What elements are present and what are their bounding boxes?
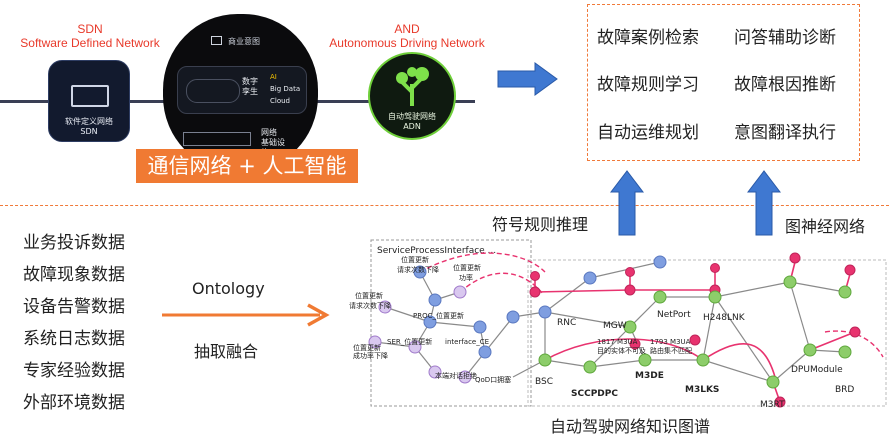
arrow-ontology-icon xyxy=(162,303,330,327)
task-ops-planning: 自动运维规划 xyxy=(597,123,699,143)
tree-icon xyxy=(396,67,429,106)
panel-twin-line1: 数字 xyxy=(242,77,258,86)
entity-labels: RNC MGW NetPort H248LNK BSC SCCPDPC M3DE… xyxy=(535,310,854,410)
task-qa-diagnosis: 问答辅助诊断 xyxy=(734,28,836,48)
label-qos-drop: QoD口拥塞 xyxy=(475,375,511,384)
label-netport: NetPort xyxy=(657,310,691,320)
process-subgraph-box xyxy=(370,239,532,407)
fault-nodes xyxy=(529,252,861,408)
label-h248: H248LNK xyxy=(703,313,746,323)
task-box xyxy=(587,4,860,161)
label-interface: interface_CE xyxy=(445,338,489,346)
central-panel: 商业意图 数字 孪生 AI Big Data Cloud 网络 基础设施 xyxy=(163,14,318,172)
adn-box-label: 自动驾驶网络 ADN xyxy=(370,112,454,132)
source-fault-phenomena: 故障现象数据 xyxy=(23,265,125,285)
label-proc-pos: PROC_位置更新 xyxy=(413,311,464,320)
panel-ai: AI xyxy=(270,73,277,81)
entity-nodes-blue xyxy=(413,255,667,359)
panel-twin-label: 数字 孪生 xyxy=(242,77,258,97)
panel-tech: AI Big Data Cloud xyxy=(270,71,300,107)
panel-cloud: Cloud xyxy=(270,97,290,105)
process-labels: 位置更新 请求次数下降 位置更新 功率 位置更新 请求次数下降 PROC_位置更… xyxy=(349,255,511,384)
panel-twin-line2: 孪生 xyxy=(242,87,258,96)
task-root-cause: 故障根因推断 xyxy=(734,75,836,95)
panel-twin-row: 数字 孪生 AI Big Data Cloud xyxy=(177,66,307,114)
sdn-box-label-line2: SDN xyxy=(80,127,98,136)
source-system-logs: 系统日志数据 xyxy=(23,329,125,349)
source-device-alarms: 设备告警数据 xyxy=(23,297,125,317)
ontology-label: Ontology xyxy=(192,279,265,298)
source-external-environment: 外部环境数据 xyxy=(23,393,125,413)
extract-fusion-label: 抽取融合 xyxy=(194,342,259,361)
label-m3ua-2-line1: 1793 M3UA xyxy=(650,338,691,346)
label-power: 功率 xyxy=(459,273,473,282)
panel-bigdata: Big Data xyxy=(270,85,301,93)
comm-ai-banner: 通信网络 + 人工智能 xyxy=(136,149,358,183)
adn-box-label-line2: ADN xyxy=(403,122,421,131)
label-peer-reject: 本端对话拒绝 xyxy=(435,371,477,380)
label-sccpdpc: SCCPDPC xyxy=(571,389,618,399)
infra-icons xyxy=(183,132,251,146)
label-pos-update-1: 位置更新 xyxy=(401,255,429,264)
sdn-box-label-line1: 软件定义网络 xyxy=(65,117,113,126)
panel-infra-line1: 网络 xyxy=(261,128,277,137)
briefcase-icon xyxy=(211,36,222,45)
and-title: AND Autonomous Driving Network xyxy=(312,22,502,50)
sdn-box: 软件定义网络 SDN xyxy=(48,60,130,142)
alarm-labels: 1817 M3UA 目的实体不可及 1793 M3UA 路由集不匹配 xyxy=(597,338,692,355)
knowledge-graph-caption: 自动驾驶网络知识图谱 xyxy=(550,417,711,436)
arrow-up-left-icon xyxy=(610,170,644,236)
symbolic-reasoning-label: 符号规则推理 xyxy=(492,215,589,234)
network-subgraph-box xyxy=(527,259,887,407)
task-intent-execution: 意图翻译执行 xyxy=(734,123,836,143)
label-brd: BRD xyxy=(835,385,854,395)
label-m3de: M3DE xyxy=(635,371,664,381)
label-m3rt: M3RT xyxy=(760,400,785,410)
sdn-title-line1: SDN xyxy=(77,22,103,36)
and-title-line1: AND xyxy=(394,22,420,36)
label-bsc: BSC xyxy=(535,377,553,387)
label-pos-update-4: 位置更新 xyxy=(353,343,381,352)
adn-box-label-line1: 自动驾驶网络 xyxy=(388,112,436,121)
label-m3ua-2-line2: 路由集不匹配 xyxy=(650,346,692,355)
source-expert-experience: 专家经验数据 xyxy=(23,361,125,381)
label-pos-update-2: 位置更新 xyxy=(453,263,481,272)
and-title-line2: Autonomous Driving Network xyxy=(329,36,485,50)
label-pos-update-3: 位置更新 xyxy=(355,291,383,300)
label-rnc: RNC xyxy=(557,318,576,328)
knowledge-graph: ServiceProcessInterface ... xyxy=(349,239,887,410)
sdn-title-line2: Software Defined Network xyxy=(20,36,160,50)
graph-dashed-links xyxy=(419,252,884,358)
adn-box: 自动驾驶网络 ADN xyxy=(368,52,456,140)
sdn-title: SDN Software Defined Network xyxy=(20,22,160,50)
label-dpu: DPUModule xyxy=(791,365,843,375)
label-success-drop: 成功率下降 xyxy=(353,351,388,360)
label-req-drop: 请求次数下降 xyxy=(397,265,439,274)
label-m3lks: M3LKS xyxy=(685,385,719,395)
arrow-right-icon xyxy=(497,62,558,96)
panel-business-intent: 商业意图 xyxy=(211,36,260,47)
entity-nodes-green xyxy=(538,275,852,389)
process-subgraph-title: ServiceProcessInterface ... xyxy=(377,246,496,256)
twin-icons xyxy=(186,79,240,103)
process-nodes xyxy=(368,285,472,384)
label-m3ua-1-line1: 1817 M3UA xyxy=(597,338,638,346)
sdn-device-icon xyxy=(71,85,109,107)
label-req-drop-2: 请求次数下降 xyxy=(349,301,391,310)
label-m3ua-1-line2: 目的实体不可及 xyxy=(597,346,646,355)
panel-business-intent-text: 商业意图 xyxy=(228,37,260,46)
task-rule-learning: 故障规则学习 xyxy=(597,75,699,95)
label-ser-pos: SER_位置更新 xyxy=(387,337,432,346)
task-case-retrieval: 故障案例检索 xyxy=(597,28,699,48)
arrow-up-right-icon xyxy=(747,170,781,236)
section-divider xyxy=(0,205,889,206)
gnn-label: 图神经网络 xyxy=(785,217,866,236)
sdn-box-label: 软件定义网络 SDN xyxy=(49,117,129,137)
source-complaints: 业务投诉数据 xyxy=(23,233,125,253)
label-mgw: MGW xyxy=(603,321,627,331)
